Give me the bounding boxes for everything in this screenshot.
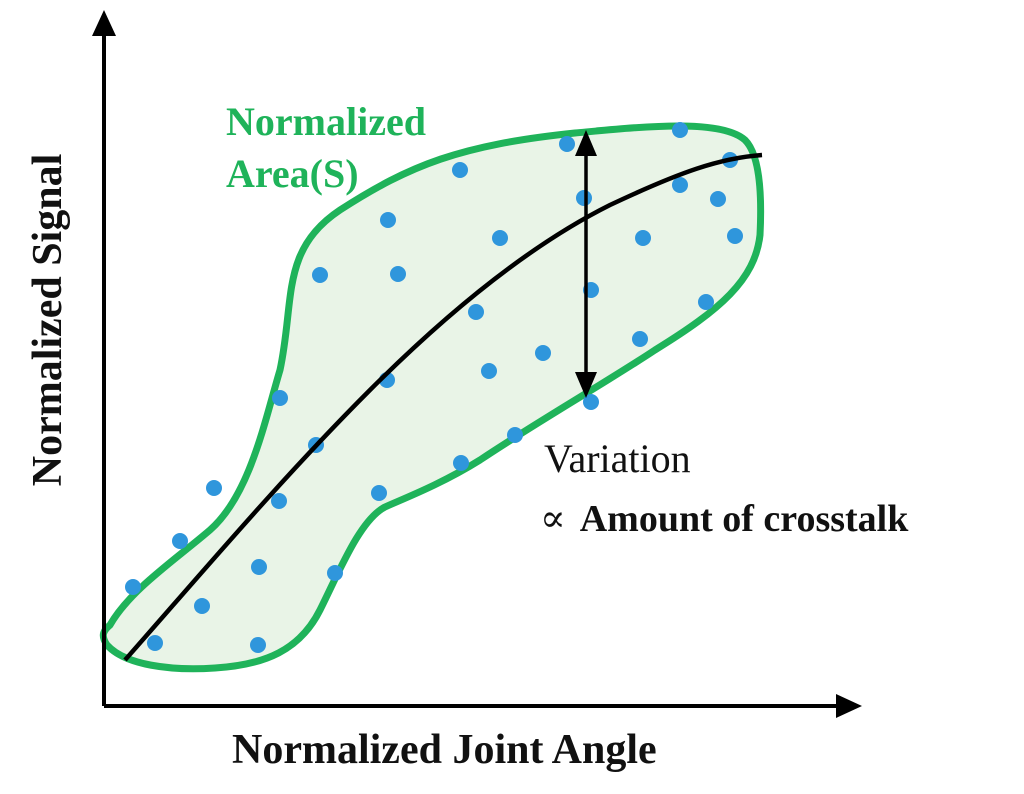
data-point [492, 230, 508, 246]
data-points [125, 122, 743, 653]
data-point [271, 493, 287, 509]
data-point [698, 294, 714, 310]
data-point [632, 331, 648, 347]
data-point [312, 267, 328, 283]
area-label-line2: Area(S) [226, 151, 359, 196]
data-point [390, 266, 406, 282]
data-point [481, 363, 497, 379]
y-axis-label: Normalized Signal [25, 153, 71, 487]
area-label-line1: Normalized [226, 99, 426, 144]
data-point [576, 190, 592, 206]
data-point [380, 212, 396, 228]
data-point [672, 122, 688, 138]
x-axis-label: Normalized Joint Angle [232, 727, 657, 773]
variation-arrowhead-top [575, 130, 597, 156]
data-point [635, 230, 651, 246]
crosstalk-label: Amount of crosstalk [579, 498, 909, 540]
data-point [672, 177, 688, 193]
normalized-area-label: Normalized Area(S) [226, 96, 426, 200]
data-point [535, 345, 551, 361]
proportional-symbol: ∝ [540, 498, 566, 540]
data-point [206, 480, 222, 496]
data-point [453, 455, 469, 471]
x-axis-arrowhead [836, 694, 862, 718]
data-point [327, 565, 343, 581]
variation-label: Variation [544, 436, 691, 481]
normalized-area-region [99, 122, 765, 673]
data-point [147, 635, 163, 651]
data-point [250, 637, 266, 653]
y-axis-arrowhead [92, 10, 116, 36]
data-point [172, 533, 188, 549]
crosstalk-annotation: ∝ Amount of crosstalk [540, 496, 908, 542]
data-point [371, 485, 387, 501]
data-point [727, 228, 743, 244]
data-point [559, 136, 575, 152]
data-point [710, 191, 726, 207]
variation-arrowhead-bottom [575, 372, 597, 398]
data-point [125, 579, 141, 595]
data-point [194, 598, 210, 614]
data-point [507, 427, 523, 443]
data-point [452, 162, 468, 178]
data-point [468, 304, 484, 320]
data-point [272, 390, 288, 406]
fit-curve [123, 152, 763, 662]
data-point [583, 394, 599, 410]
data-point [251, 559, 267, 575]
